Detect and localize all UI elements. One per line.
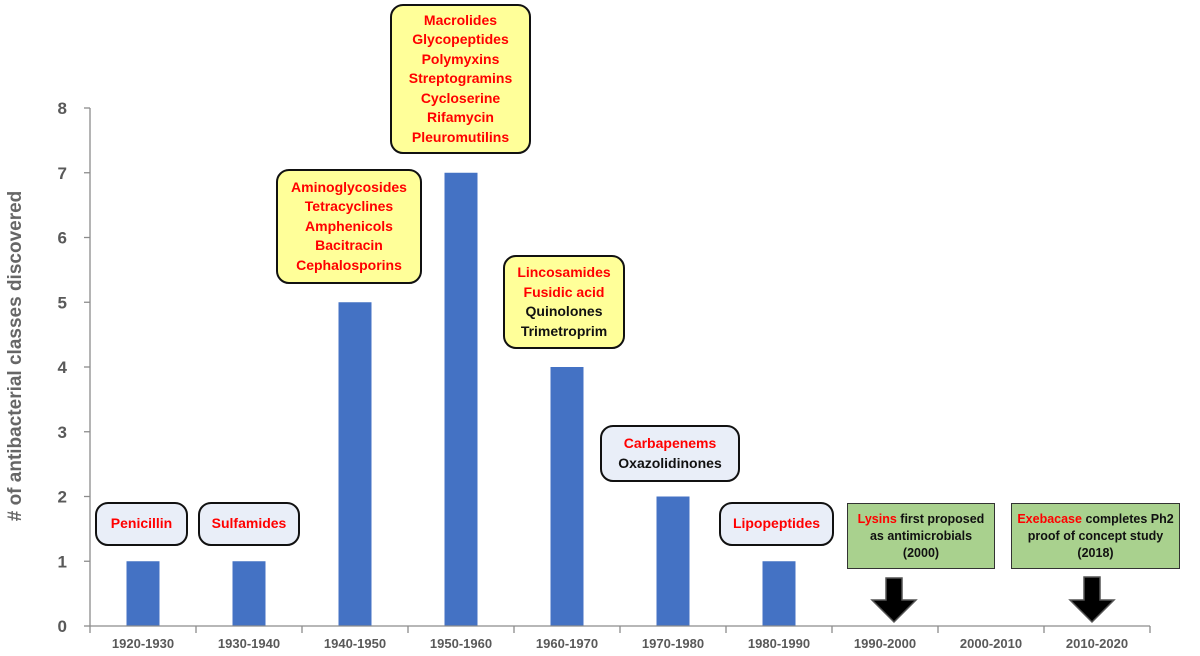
callout-text: (2000) [902, 545, 940, 560]
callout-text: Tetracyclines [304, 198, 394, 215]
callout-text: Lysins [857, 511, 897, 526]
arrows [870, 576, 1116, 624]
x-tick-label: 2010-2020 [1066, 636, 1128, 651]
callout-line: proof of concept study [1028, 528, 1163, 545]
y-tick-label: 6 [58, 229, 67, 248]
callout-line: Glycopeptides [412, 30, 508, 50]
callout-line: Oxazolidinones [618, 454, 721, 474]
callout-text: Pleuromutilins [411, 128, 510, 145]
down-arrow-icon [870, 577, 918, 624]
y-axis: 0 1 2 3 4 5 6 7 8 [58, 99, 91, 636]
x-tick-label: 1940-1950 [324, 636, 386, 651]
y-axis-label: # of antibacterial classes discovered [5, 191, 26, 522]
callout-line: Rifamycin [427, 108, 494, 128]
callout-line: Macrolides [424, 11, 497, 31]
y-tick-label: 4 [58, 358, 68, 377]
callout-line: as antimicrobials [870, 528, 972, 545]
callout-text: Rifamycin [427, 109, 494, 126]
callout-line: Cycloserine [421, 89, 500, 109]
callout-text: Sulfamides [211, 515, 287, 532]
callout-1920-1930: Penicillin [95, 502, 188, 546]
y-tick-label: 3 [58, 423, 67, 442]
callout-line: Carbapenems [624, 434, 717, 454]
bar [656, 496, 690, 626]
y-tick-label: 0 [58, 617, 67, 636]
callout-line: Bacitracin [315, 236, 383, 256]
callout-text: proof of concept study [1027, 528, 1164, 543]
bars [126, 172, 796, 626]
callout-line: Trimetroprim [521, 322, 607, 342]
callout-text: Cycloserine [420, 89, 501, 106]
x-tick-label: 2000-2010 [960, 636, 1022, 651]
down-arrow-icon [1068, 576, 1116, 624]
callout-line: Cephalosporins [296, 256, 402, 276]
callout-line: Streptogramins [409, 69, 512, 89]
callout-line: Quinolones [526, 302, 603, 322]
callout-text: Polymyxins [421, 50, 500, 67]
x-axis: 1920-1930 1930-1940 1940-1950 1950-1960 1960… [89, 625, 1151, 651]
callout-text: Macrolides [423, 11, 498, 28]
callout-text: Trimetroprim [520, 322, 608, 339]
callout-text: (2018) [1077, 545, 1114, 560]
callout-line: Penicillin [111, 514, 172, 534]
callout-text: Cephalosporins [296, 256, 402, 273]
callout-line: Exebacase completes Ph2 [1017, 511, 1173, 528]
y-tick-label: 1 [58, 552, 67, 571]
callout-1980-1990: Lipopeptides [719, 502, 834, 546]
callout-text: Streptogramins [408, 70, 513, 87]
callout-text: Bacitracin [315, 237, 383, 254]
x-tick-label: 1980-1990 [748, 636, 810, 651]
callout-text: Lipopeptides [732, 515, 821, 532]
bar [126, 561, 160, 626]
callout-text: completes Ph2 [1081, 511, 1174, 526]
callout-line: Amphenicols [305, 217, 393, 237]
callout-line: Aminoglycosides [291, 178, 407, 198]
callout-text: Lincosamides [517, 264, 611, 280]
callout-line: Lincosamides [517, 263, 610, 283]
x-tick-label: 1920-1930 [112, 636, 174, 651]
bar [444, 172, 478, 626]
callout-line: (2018) [1077, 545, 1113, 562]
callout-line: Tetracyclines [305, 197, 393, 217]
callout-text: Amphenicols [305, 217, 393, 234]
callout-text: Penicillin [110, 515, 173, 532]
callout-text: Aminoglycosides [291, 178, 407, 195]
y-tick-label: 5 [58, 293, 67, 312]
y-tick-label: 8 [58, 99, 67, 118]
callout-line: Lysins first proposed [858, 511, 985, 528]
callout-line: Fusidic acid [524, 283, 605, 303]
callout-text: first proposed [896, 511, 985, 526]
callout-line: Polymyxins [422, 50, 500, 70]
callout-text: Fusidic acid [523, 283, 605, 300]
callout-text: Quinolones [525, 303, 603, 319]
callout-text: Exebacase [1017, 511, 1082, 526]
x-tick-label: 1970-1980 [642, 636, 704, 651]
callout-1930-1940: Sulfamides [198, 502, 300, 546]
x-tick-label: 1930-1940 [218, 636, 280, 651]
x-tick-label: 1990-2000 [854, 636, 916, 651]
callout-text: Carbapenems [623, 435, 717, 451]
bar [550, 367, 584, 626]
callout-text: Glycopeptides [412, 31, 509, 48]
bar [338, 302, 372, 626]
y-tick-label: 7 [58, 164, 67, 183]
y-tick-label: 2 [58, 488, 67, 507]
callout-text: as antimicrobials [869, 528, 973, 543]
callout-line: (2000) [903, 545, 939, 562]
callout-text: Oxazolidinones [618, 454, 722, 471]
x-tick-label: 1960-1970 [536, 636, 598, 651]
callout-line: Pleuromutilins [412, 128, 509, 148]
callout-line: Sulfamides [212, 514, 287, 534]
bar [232, 561, 266, 626]
bar [762, 561, 796, 626]
callout-line: Lipopeptides [733, 514, 820, 534]
x-tick-label: 1950-1960 [430, 636, 492, 651]
